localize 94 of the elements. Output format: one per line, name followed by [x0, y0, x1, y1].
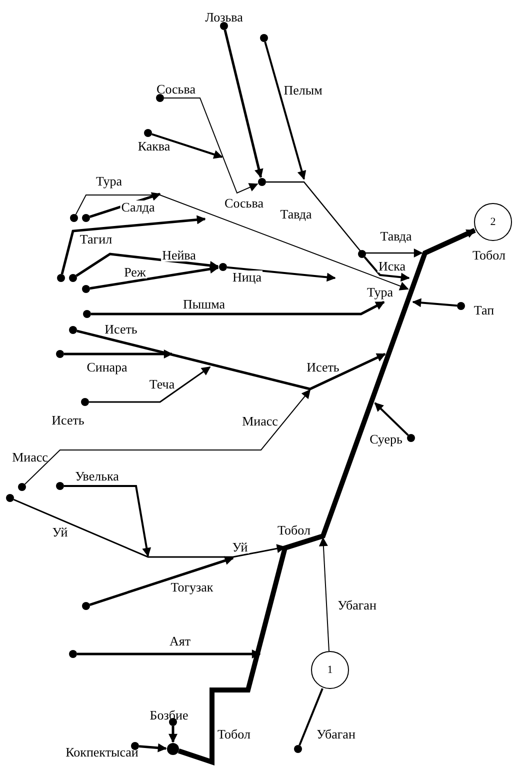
source-dot — [144, 129, 152, 137]
source-dot — [69, 326, 77, 334]
river-arrow — [178, 228, 476, 766]
river-name: Тавда — [280, 208, 312, 220]
river-name: Тура — [366, 286, 394, 298]
river-name: Ница — [231, 270, 263, 284]
river-arrow — [89, 556, 234, 606]
source-dot — [258, 178, 266, 186]
river-name: Тура — [96, 174, 122, 188]
source-dot — [131, 742, 139, 750]
river-name: Исеть — [306, 360, 340, 374]
river-name: Тап — [474, 304, 494, 316]
river-name: Пышма — [182, 298, 226, 310]
river-arrow — [168, 726, 178, 743]
source-dot — [260, 34, 268, 42]
river-arrow — [13, 498, 286, 558]
river-arrow — [138, 743, 167, 752]
source-dot — [70, 214, 78, 222]
source-dot — [156, 94, 164, 102]
source-dot — [56, 482, 64, 490]
river-arrow — [76, 330, 386, 390]
river-arrow — [75, 194, 409, 290]
river-arrow — [164, 98, 258, 194]
river-name: Убаган — [316, 728, 356, 740]
river-name: Убаган — [336, 598, 378, 612]
river-name: Нейва — [161, 248, 197, 262]
river-name: Увелька — [75, 470, 119, 482]
river-name: Тагил — [78, 232, 114, 246]
river-name: Исеть — [52, 414, 84, 426]
river-name: Миасс — [12, 450, 48, 464]
source-dot — [294, 745, 302, 753]
river-name: Каква — [138, 140, 170, 152]
river-name: Уй — [52, 526, 68, 538]
river-name: Салда — [120, 200, 156, 214]
source-dot — [358, 250, 366, 258]
river-name: Миасс — [241, 414, 279, 428]
river-arrow — [374, 402, 409, 436]
river-arrow — [226, 266, 336, 282]
numbered-circle — [311, 651, 349, 689]
river-name: Синара — [86, 360, 128, 374]
river-name: Пелым — [282, 84, 324, 96]
source-dot — [6, 494, 14, 502]
river-name: Тогузак — [170, 580, 214, 594]
river-name: Лозьва — [205, 10, 243, 24]
river-name: Сосьва — [156, 82, 196, 96]
source-dot — [18, 483, 26, 491]
river-arrow — [91, 300, 385, 316]
river-name: Тобол — [276, 524, 312, 536]
source-dot — [69, 650, 77, 658]
river-arrow — [364, 256, 410, 282]
river-arrow — [412, 298, 458, 308]
river-name: Теча — [148, 378, 176, 390]
river-name: Реж — [123, 266, 147, 278]
numbered-circle — [474, 203, 512, 241]
river-name: Тобол — [472, 248, 506, 262]
source-dot — [82, 214, 90, 222]
source-dot — [407, 434, 415, 442]
river-arrow — [76, 252, 219, 277]
river-arrow — [152, 133, 223, 159]
river-name: Суерь — [370, 432, 402, 446]
river-arrow — [90, 264, 219, 290]
river-arrow — [24, 389, 311, 485]
river-name: Сосьва — [224, 196, 264, 210]
source-dot — [169, 718, 177, 726]
river-arrow — [89, 366, 211, 403]
river-name: Аят — [168, 634, 192, 648]
source-dot — [56, 350, 64, 358]
source-dot — [83, 310, 91, 318]
source-dot — [81, 398, 89, 406]
river-arrow — [77, 650, 261, 658]
river-arrow — [266, 181, 423, 258]
river-name: Тавда — [379, 230, 413, 242]
circle-number: 1 — [327, 664, 333, 676]
source-dot — [82, 602, 90, 610]
river-arrow — [64, 485, 152, 557]
river-arrow — [64, 350, 173, 358]
river-name: Бозбие — [150, 708, 188, 722]
river-name: Кокпектысай — [66, 746, 138, 758]
river-arrow — [60, 215, 206, 274]
source-dot — [82, 285, 90, 293]
river-name: Иска — [377, 260, 407, 272]
river-name: Уй — [231, 540, 249, 554]
source-dot — [219, 263, 227, 271]
source-dot — [220, 22, 228, 30]
source-dot — [69, 274, 77, 282]
circle-number: 2 — [490, 216, 496, 228]
source-dot — [457, 302, 465, 310]
source-dot — [167, 743, 179, 755]
river-name: Тобол — [218, 728, 250, 740]
river-arrow — [224, 30, 264, 178]
source-dot — [57, 274, 65, 282]
river-arrow — [318, 537, 330, 652]
river-name: Исеть — [104, 322, 138, 336]
river-arrow — [264, 42, 306, 180]
